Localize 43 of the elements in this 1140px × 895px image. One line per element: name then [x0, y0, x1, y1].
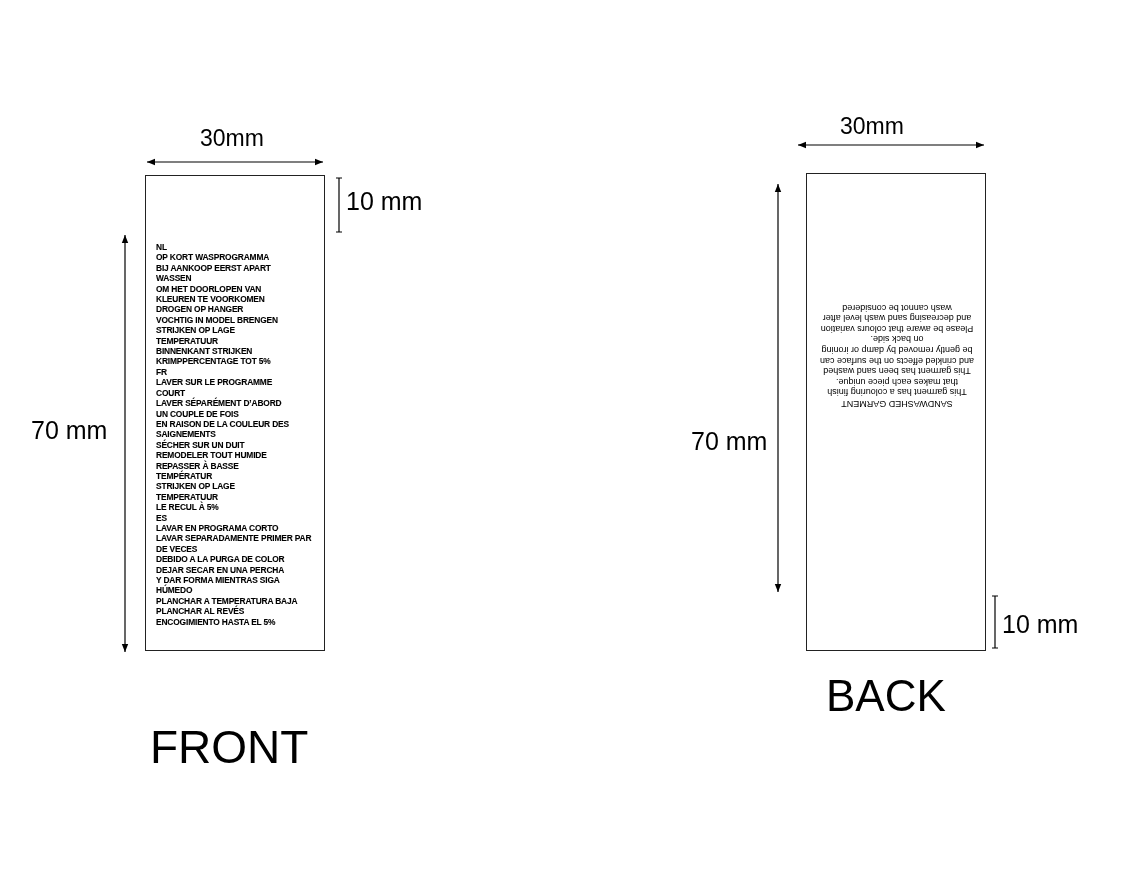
care-text: NL [156, 242, 167, 253]
care-text: LAVER SUR LE PROGRAMME COURT [156, 377, 274, 398]
care-text: DROGEN OP HANGER [156, 304, 244, 315]
view-title: BACK [826, 674, 946, 718]
view-title: FRONT [150, 724, 309, 770]
care-text: EN RAISON DE LA COULEUR DES SAIGNEMENTS [156, 418, 290, 440]
care-text: VOCHTIG IN MODEL BRENGEN [156, 314, 278, 326]
care-text: UN COUPLE DE FOIS [156, 408, 239, 419]
care-text: OM HET DOORLOPEN VAN [156, 283, 262, 295]
care-text: STRIJKEN OP LAGE TEMPERATUUR [156, 325, 236, 347]
dimension-label: 30mm [840, 115, 904, 138]
care-text: STRIJKEN OP LAGE TEMPERATUUR [156, 481, 236, 502]
garment-label [806, 173, 986, 651]
dimension-label: 10 mm [1002, 612, 1079, 637]
care-text: This garment has a colouring finish that makes each piece unique. [826, 376, 968, 398]
care-text: PLANCHAR AL REVÉS [156, 606, 245, 617]
dimension-label: 30mm [200, 127, 264, 150]
care-text: KLEUREN TE VOORKOMEN [156, 294, 265, 305]
care-text: Y DAR FORMA MIENTRAS SIGA HÚMEDO [156, 575, 281, 596]
care-text: DEBIDO A LA PURGA DE COLOR [156, 554, 285, 565]
care-text: This garment has been sand washed and crinkled effects on the surface can be gently removed by damp or ironing on back side. [819, 333, 975, 377]
care-text: BIJ AANKOOP EERST APART WASSEN [156, 262, 272, 284]
care-text: SÉCHER SUR UN DUIT [156, 439, 245, 451]
care-text: BINNENKANT STRIJKEN [156, 346, 253, 357]
care-text: REPASSER À BASSE TEMPÉRATUR [156, 460, 240, 482]
care-text: LAVAR EN PROGRAMA CORTO [156, 522, 279, 534]
label-heading: SANDWASHED GARMENT [841, 398, 953, 409]
care-text: PLANCHAR A TEMPERATURA BAJA [156, 595, 298, 606]
care-text: OP KORT WASPROGRAMMA [156, 252, 270, 263]
care-text: LAVER SÉPARÉMENT D’ABORD [156, 398, 282, 409]
care-text: LE RECUL À 5% [156, 502, 219, 513]
care-text: ES [156, 512, 167, 523]
garment-label [145, 175, 325, 651]
care-text: DEJAR SECAR EN UNA PERCHA [156, 564, 285, 575]
care-text: ENCOGIMIENTO HASTA EL 5% [156, 616, 276, 628]
care-text: REMODELER TOUT HUMIDE [156, 450, 267, 461]
care-text: LAVAR SEPARADAMENTE PRIMER PAR DE VECES [156, 533, 313, 555]
dimension-label: 70 mm [691, 429, 768, 454]
dimension-label: 70 mm [31, 418, 108, 443]
dimension-label: 10 mm [346, 189, 423, 214]
care-text: Please be aware that colours variation and decreasing sand wash level after wash cannot be considered [819, 302, 975, 334]
care-text: FR [156, 366, 167, 378]
care-text: KRIMPPERCENTAGE TOT 5% [156, 356, 271, 367]
